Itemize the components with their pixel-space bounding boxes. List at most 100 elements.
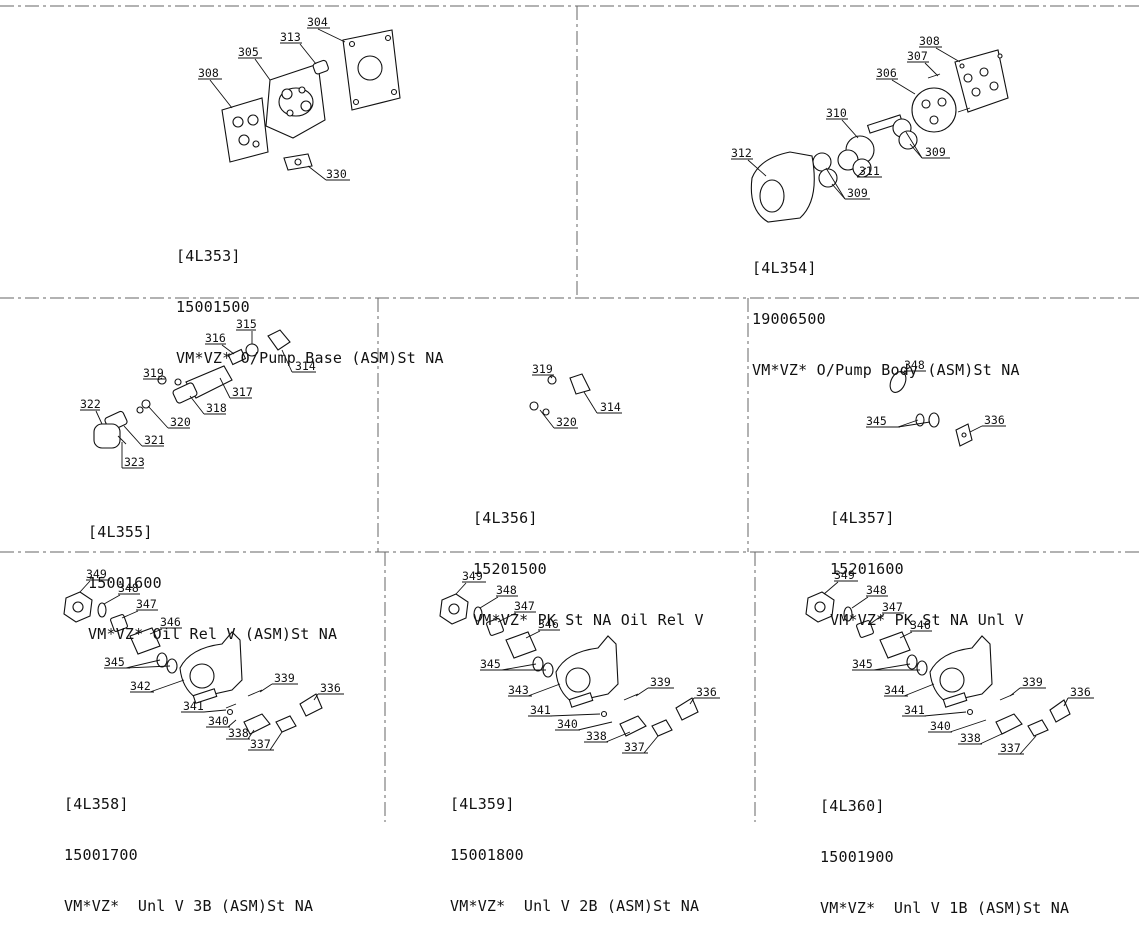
caption-4L353: [4L353] 15001500 VM*VZ* O/Pump Base (ASM… (176, 214, 444, 384)
part-label: 339 (1022, 675, 1043, 689)
part-label: 322 (80, 397, 101, 411)
part-label: 347 (136, 597, 157, 611)
part-label: 308 (198, 66, 219, 80)
panel-dividers (0, 5, 1140, 822)
drawing-4L356: 319 314 320 (529, 362, 622, 429)
part-number: 15201500 (473, 560, 547, 578)
part-label: 336 (1070, 685, 1091, 699)
part-label: 337 (624, 740, 645, 754)
part-label: 349 (834, 568, 855, 582)
part-label: 336 (320, 681, 341, 695)
part-label: 307 (907, 49, 928, 63)
caption-4L356: [4L356] 15201500 VM*VZ* PK St NA Oil Rel… (473, 476, 704, 646)
part-label: 309 (925, 145, 946, 159)
part-label: 313 (280, 30, 301, 44)
drawing-4L358: 349 348 347 346 345 342 339 336 341 340 … (63, 567, 344, 751)
assembly-description: VM*VZ* O/Pump Body (ASM)St NA (752, 361, 1020, 379)
part-label: 340 (930, 719, 951, 733)
part-label: 314 (295, 359, 316, 373)
part-label: 345 (480, 657, 501, 671)
assembly-description: VM*VZ* Unl V 3B (ASM)St NA (64, 897, 314, 915)
assembly-description: VM*VZ* PK St NA Unl V (830, 611, 1024, 629)
part-label: 338 (586, 729, 607, 743)
part-label: 340 (208, 714, 229, 728)
part-label: 341 (183, 699, 204, 713)
caption-4L354: [4L354] 19006500 VM*VZ* O/Pump Body (ASM… (752, 226, 1020, 396)
assembly-code: [4L359] (450, 795, 515, 813)
part-label: 348 (904, 358, 925, 372)
part-label: 330 (326, 167, 347, 181)
part-number: 15001500 (176, 298, 250, 316)
part-label: 348 (118, 581, 139, 595)
part-label: 314 (600, 400, 621, 414)
part-label: 310 (826, 106, 847, 120)
part-label: 341 (904, 703, 925, 717)
part-label: 347 (882, 600, 903, 614)
part-label: 345 (866, 414, 887, 428)
part-label: 336 (696, 685, 717, 699)
assembly-description: VM*VZ* Unl V 2B (ASM)St NA (450, 897, 700, 915)
drawing-4L357: 348 345 336 (866, 358, 1006, 447)
assembly-code: [4L355] (88, 523, 153, 541)
part-label: 340 (557, 717, 578, 731)
assembly-code: [4L353] (176, 247, 241, 265)
part-label: 309 (847, 186, 868, 200)
part-number: 15001600 (88, 574, 162, 592)
caption-4L360: [4L360] 15001900 VM*VZ* Unl V 1B (ASM)St… (820, 764, 1069, 934)
part-label: 316 (205, 331, 226, 345)
caption-4L355: [4L355] 15001600 VM*VZ* Oil Rel V (ASM)S… (88, 490, 337, 660)
part-label: 338 (960, 731, 981, 745)
part-label: 317 (232, 385, 253, 399)
part-label: 315 (236, 317, 257, 331)
part-label: 319 (143, 366, 164, 380)
part-label: 346 (538, 617, 559, 631)
assembly-code: [4L360] (820, 797, 885, 815)
drawing-4L359: 349 348 347 346 345 343 339 336 341 340 … (439, 569, 720, 754)
part-label: 344 (884, 683, 905, 697)
caption-4L357: [4L357] 15201600 VM*VZ* PK St NA Unl V (830, 476, 1024, 646)
part-label: 319 (532, 362, 553, 376)
part-label: 304 (307, 15, 328, 29)
part-label: 336 (984, 413, 1005, 427)
part-label: 346 (910, 618, 931, 632)
assembly-description: VM*VZ* PK St NA Oil Rel V (473, 611, 704, 629)
drawing-4L360: 349 348 347 346 345 344 339 336 341 340 … (805, 568, 1094, 755)
part-number: 15001800 (450, 846, 524, 864)
parts-diagram: 304 305 313 308 330 308 307 306 310 (0, 5, 1140, 822)
assembly-code: [4L354] (752, 259, 817, 277)
assembly-description: VM*VZ* Oil Rel V (ASM)St NA (88, 625, 338, 643)
assembly-description: VM*VZ* Unl V 1B (ASM)St NA (820, 899, 1070, 917)
part-number: 15201600 (830, 560, 904, 578)
part-label: 345 (852, 657, 873, 671)
drawing-4L353: 304 305 313 308 330 (198, 15, 401, 181)
part-number: 19006500 (752, 310, 826, 328)
part-label: 305 (238, 45, 259, 59)
part-label: 346 (160, 615, 181, 629)
part-label: 321 (144, 433, 165, 447)
part-label: 349 (462, 569, 483, 583)
assembly-code: [4L356] (473, 509, 538, 527)
part-label: 306 (876, 66, 897, 80)
part-label: 320 (556, 415, 577, 429)
part-number: 15001900 (820, 848, 894, 866)
assembly-code: [4L358] (64, 795, 129, 813)
drawing-4L354: 308 307 306 310 309 312 311 309 (731, 34, 1009, 223)
part-number: 15001700 (64, 846, 138, 864)
part-label: 345 (104, 655, 125, 669)
part-label: 348 (496, 583, 517, 597)
part-label: 320 (170, 415, 191, 429)
part-label: 349 (86, 567, 107, 581)
part-label: 338 (228, 726, 249, 740)
part-label: 311 (859, 164, 880, 178)
drawing-4L355: 315 316 314 319 317 318 320 322 321 323 (80, 317, 316, 469)
part-label: 343 (508, 683, 529, 697)
part-label: 347 (514, 599, 535, 613)
part-label: 312 (731, 146, 752, 160)
part-label: 342 (130, 679, 151, 693)
part-label: 318 (206, 401, 227, 415)
part-label: 337 (1000, 741, 1021, 755)
part-label: 308 (919, 34, 940, 48)
part-label: 323 (124, 455, 145, 469)
part-label: 348 (866, 583, 887, 597)
part-label: 339 (274, 671, 295, 685)
